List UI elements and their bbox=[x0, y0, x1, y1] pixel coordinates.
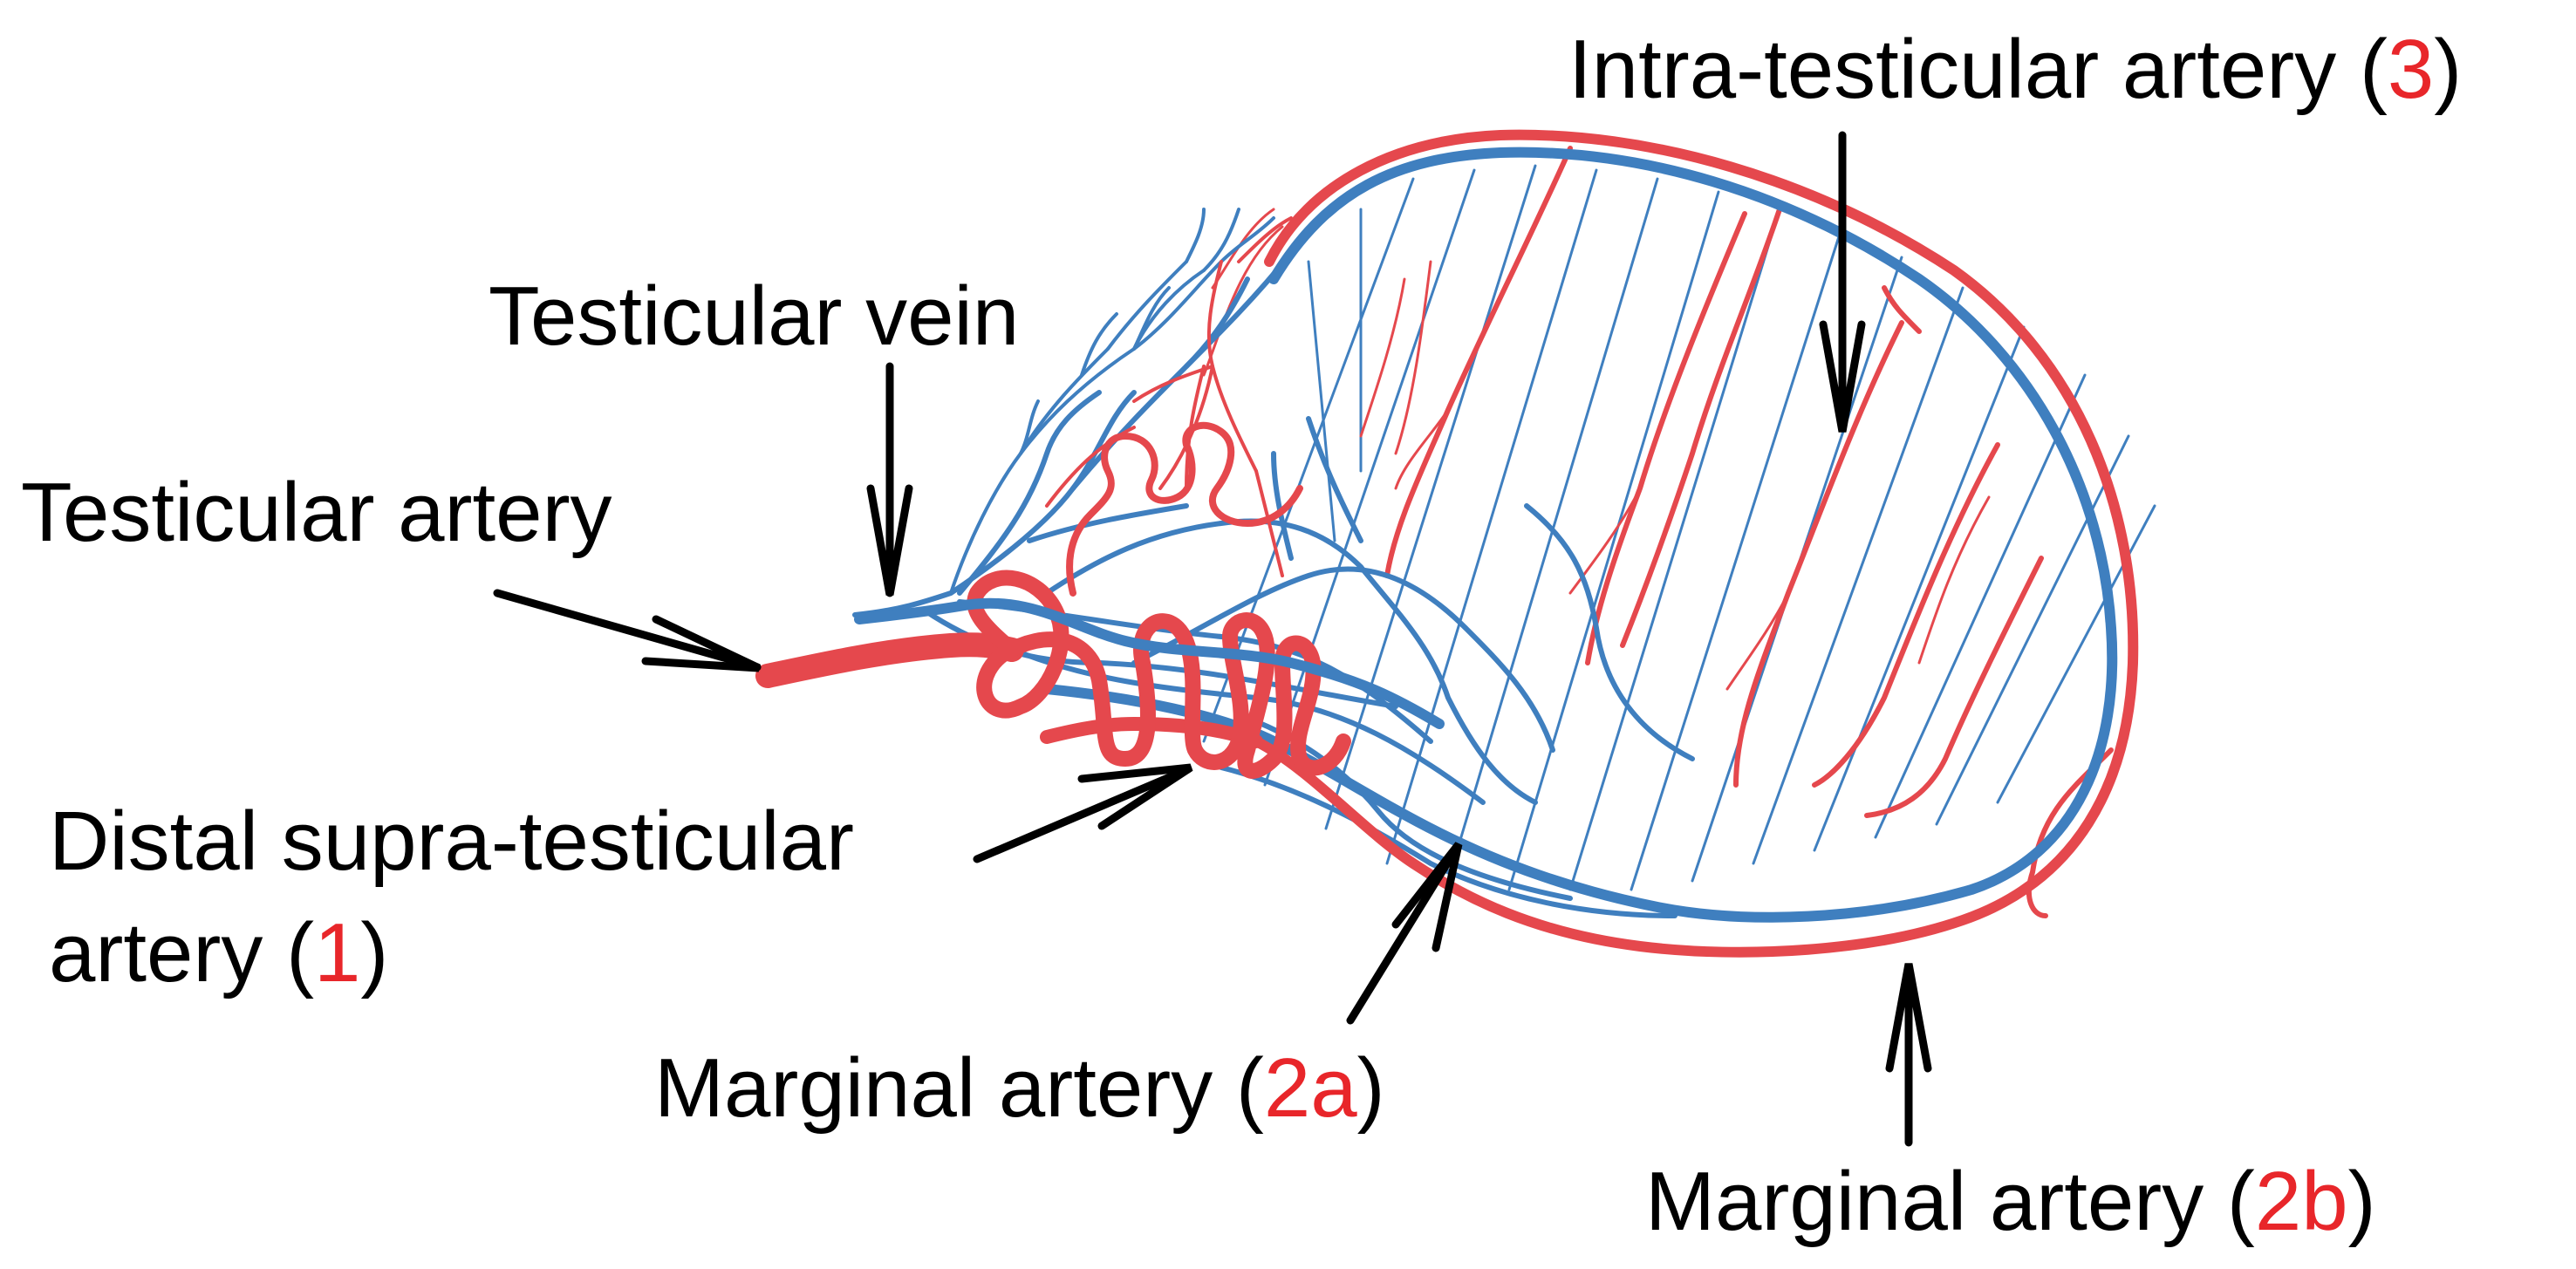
marginal-artery-ring bbox=[1251, 129, 2139, 958]
arrow-intra-testicular bbox=[1819, 131, 1866, 433]
label-distal-supra-testicular-line1: Distal supra-testicular bbox=[49, 795, 854, 888]
label-number-2b: 2b bbox=[2255, 1155, 2348, 1248]
intra-testicular-arteries bbox=[1384, 146, 2114, 918]
label-marginal-artery-2b: Marginal artery (2b) bbox=[1645, 1155, 2376, 1248]
arrow-marginal-2a bbox=[1346, 842, 1463, 1025]
label-testicular-vein: Testicular vein bbox=[489, 269, 1019, 363]
arrows bbox=[493, 131, 1932, 1147]
testicular-vein-trunk bbox=[854, 597, 1445, 729]
arrow-testicular-artery bbox=[493, 589, 762, 672]
arrow-distal-supra bbox=[973, 763, 1193, 863]
label-marginal-artery-2a: Marginal artery (2a) bbox=[654, 1041, 1385, 1135]
testicular-artery-trunk bbox=[755, 632, 1024, 688]
label-number-1: 1 bbox=[314, 906, 360, 1000]
marginal-artery-segment bbox=[1040, 717, 1263, 748]
supra-testicular-coil-small bbox=[1066, 421, 1303, 597]
venous-branches bbox=[949, 208, 1275, 595]
arrow-marginal-2b bbox=[1885, 963, 1932, 1147]
labels: Intra-testicular artery (3) Testicular v… bbox=[21, 23, 2462, 1248]
testis-illustration bbox=[755, 129, 2156, 958]
arrow-testicular-vein bbox=[866, 362, 913, 597]
label-number-3: 3 bbox=[2388, 23, 2434, 116]
label-testicular-artery: Testicular artery bbox=[21, 466, 612, 559]
label-intra-testicular-artery: Intra-testicular artery (3) bbox=[1568, 23, 2462, 116]
distal-supra-testicular-coils bbox=[967, 570, 1351, 779]
tunica-vein bbox=[1042, 147, 2118, 923]
label-distal-supra-testicular-line2: artery (1) bbox=[49, 906, 388, 1000]
label-number-2a: 2a bbox=[1264, 1041, 1357, 1135]
